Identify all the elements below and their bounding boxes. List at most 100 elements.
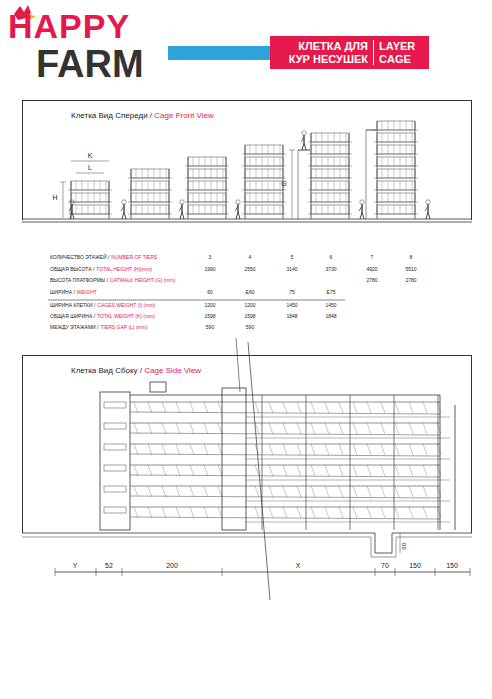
cage-mesh xyxy=(223,181,224,190)
cage-mesh xyxy=(250,205,251,214)
cage-mesh xyxy=(262,205,263,214)
cage-mesh xyxy=(154,181,155,190)
cage-tier xyxy=(188,181,226,190)
cage-mesh xyxy=(346,181,347,190)
cage-mesh xyxy=(199,181,200,190)
cage-tier xyxy=(188,169,226,178)
cage-mesh xyxy=(76,193,77,202)
cage-mesh xyxy=(322,157,323,166)
cage-mesh xyxy=(162,465,166,476)
cage-mesh xyxy=(269,423,273,434)
cage-mesh xyxy=(204,402,208,413)
cage-rail xyxy=(130,402,440,403)
egg-tray xyxy=(374,130,418,131)
cage-mesh xyxy=(148,193,149,202)
cage-mesh xyxy=(142,193,143,202)
logo-text: HAPPY xyxy=(8,8,130,45)
header-box: КЛЕТКА ДЛЯ КУР НЕСУШЕКLAYER CAGE xyxy=(270,36,429,69)
cage-floor xyxy=(130,454,440,456)
egg-tray xyxy=(374,154,418,155)
drive-box xyxy=(104,444,126,450)
cage-mesh xyxy=(334,133,335,142)
heading-en: Cage Front View xyxy=(154,111,213,120)
cage-mesh xyxy=(322,181,323,190)
cage-mesh xyxy=(134,507,138,518)
person-arm xyxy=(121,206,124,211)
floor-pit xyxy=(22,533,472,553)
header-bar xyxy=(168,46,272,60)
cage-mesh xyxy=(160,169,161,178)
cage-mesh xyxy=(367,486,371,497)
egg-tray xyxy=(374,178,418,179)
person-leg xyxy=(180,212,182,219)
cage-mesh xyxy=(346,133,347,142)
person-leg xyxy=(72,212,74,219)
stack-leg xyxy=(169,169,170,219)
cage-mesh xyxy=(406,157,407,166)
stack-leg xyxy=(245,145,246,219)
cage-mesh xyxy=(250,157,251,166)
cage-mesh xyxy=(88,181,89,190)
table-cell: 1200 xyxy=(204,303,215,309)
cage-mesh xyxy=(367,423,371,434)
cage-mesh xyxy=(311,465,315,476)
cage-mesh xyxy=(193,181,194,190)
stack-leg xyxy=(226,157,227,219)
repeats xyxy=(55,121,470,576)
cage-tier xyxy=(71,193,109,202)
cage-mesh xyxy=(256,157,257,166)
cage-mesh xyxy=(204,465,208,476)
cage-mesh xyxy=(412,145,413,154)
table-cell: 2550 xyxy=(244,267,255,273)
cage-mesh xyxy=(255,444,259,455)
row-label: ШИРИНА КЛЕТКИ / xyxy=(50,303,95,309)
cage-mesh xyxy=(268,157,269,166)
cage-mesh xyxy=(339,486,343,497)
stack-leg xyxy=(349,133,350,219)
cage-mesh xyxy=(353,444,357,455)
end-post xyxy=(440,395,441,530)
stack-leg xyxy=(131,169,132,219)
cage-mesh xyxy=(353,507,357,518)
row-label: ОБЩАЯ ШИРИНА / xyxy=(50,314,95,320)
cage-mesh xyxy=(297,444,301,455)
table-cell: 5510 xyxy=(405,267,416,273)
cage-mesh xyxy=(162,423,166,434)
cage-tier xyxy=(131,181,169,190)
cage-mesh xyxy=(190,444,194,455)
cage-mesh xyxy=(388,181,389,190)
cage-mesh xyxy=(322,169,323,178)
front-frame xyxy=(22,219,472,222)
cage-mesh xyxy=(193,193,194,202)
cage-mesh xyxy=(311,507,315,518)
cage-mesh xyxy=(346,169,347,178)
egg-tray xyxy=(128,202,172,203)
cage-mesh xyxy=(218,507,222,518)
table-cell: 60 xyxy=(207,290,213,296)
cage-mesh xyxy=(406,181,407,190)
cage-mesh xyxy=(328,133,329,142)
drive-box xyxy=(104,486,126,492)
cage-mesh xyxy=(409,507,413,518)
cage-mesh xyxy=(148,444,152,455)
row-label: ВЫСОТА ПЛАТФОРМЫ / xyxy=(50,278,108,284)
catwalk xyxy=(298,150,310,151)
cage-mesh xyxy=(325,444,329,455)
cage-mesh xyxy=(340,181,341,190)
table-cell: 3 xyxy=(209,255,212,261)
cage-mesh xyxy=(190,486,194,497)
person-leg xyxy=(236,212,238,219)
cage-mesh xyxy=(328,193,329,202)
cage-mesh xyxy=(218,444,222,455)
person-leg xyxy=(302,143,304,150)
cage-floor xyxy=(130,412,440,414)
drive-box xyxy=(104,402,126,408)
dimension-letter: G xyxy=(281,180,286,188)
cage-mesh xyxy=(100,193,101,202)
cage-mesh xyxy=(340,193,341,202)
table-cell: 5 xyxy=(291,255,294,261)
cage-mesh xyxy=(136,205,137,214)
cage-tier xyxy=(311,133,349,142)
cage-mesh xyxy=(381,486,385,497)
